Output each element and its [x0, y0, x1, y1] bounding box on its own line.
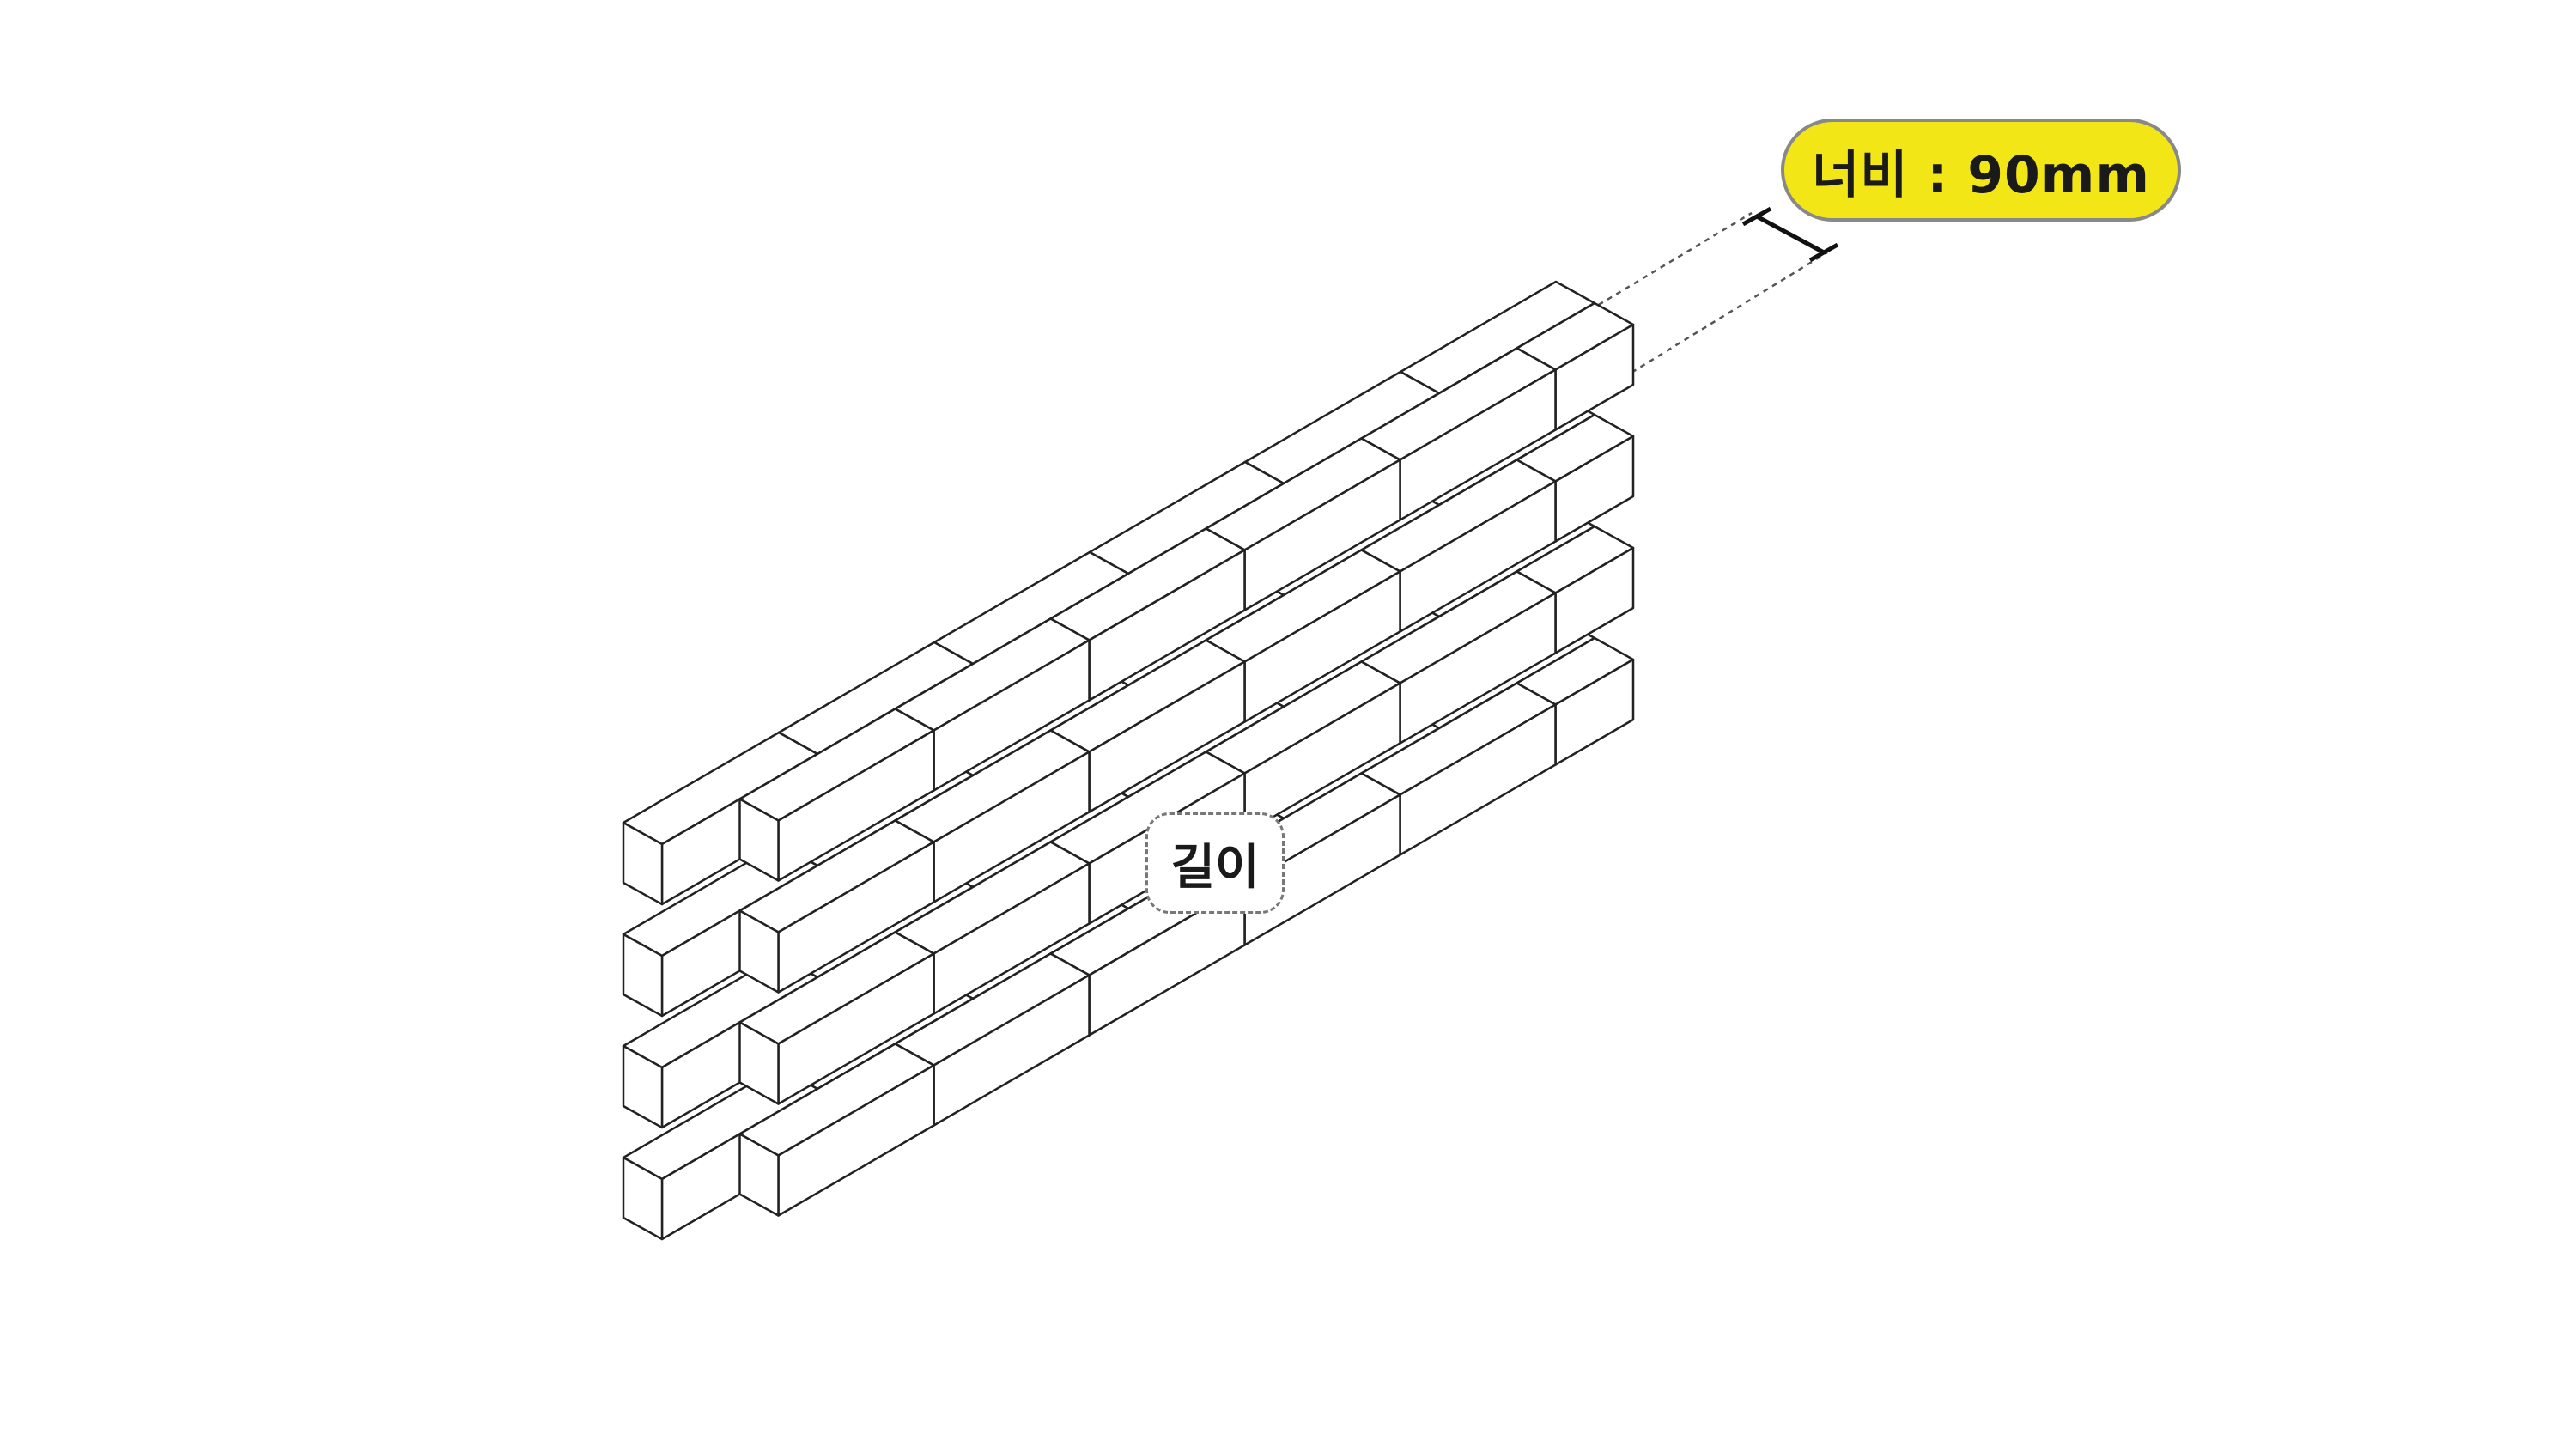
brick — [738, 1043, 935, 1217]
dimension-extension-back — [1545, 211, 1753, 338]
brick — [738, 931, 935, 1105]
brick-end-face — [622, 1156, 664, 1241]
brick-end-face — [738, 798, 780, 882]
brick-end-face — [622, 821, 664, 906]
dimension-line — [1755, 214, 1826, 255]
brick-end-face — [738, 1021, 780, 1105]
dimension-tick-back — [1741, 206, 1772, 227]
width-label: 너비 : 90mm — [1781, 119, 2181, 222]
brick-end-face — [622, 933, 664, 1018]
brick-end-face — [622, 1044, 664, 1129]
brick-courses — [622, 280, 1635, 1241]
width-dimension — [1545, 206, 1839, 380]
brick — [738, 819, 935, 994]
dimension-extension-front — [1622, 251, 1828, 380]
length-label: 길이 — [1145, 812, 1285, 914]
dimension-tick-front — [1808, 242, 1839, 263]
brick — [738, 708, 935, 882]
brick-end-face — [738, 909, 780, 994]
brick-end-face — [738, 1133, 780, 1217]
